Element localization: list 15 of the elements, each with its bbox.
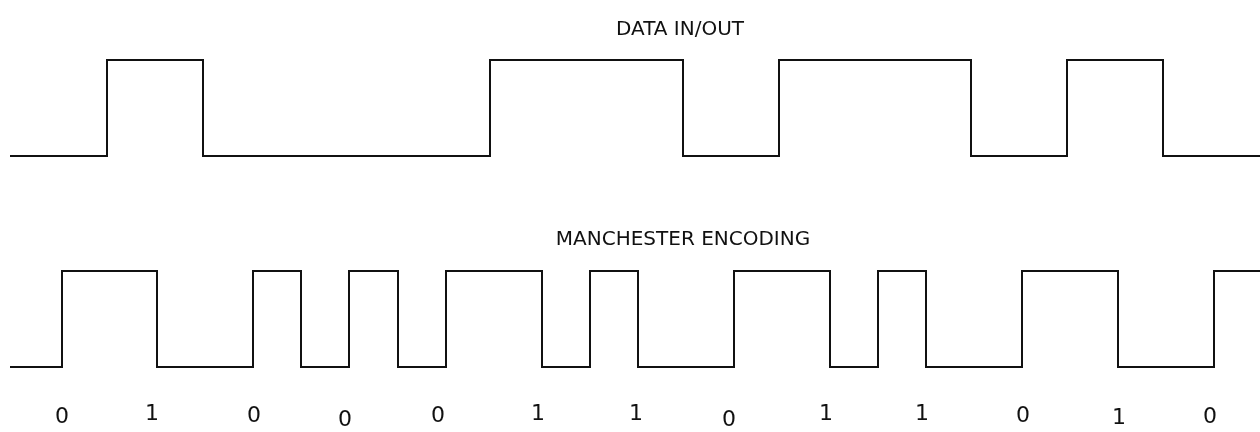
bit-value: 0 xyxy=(55,403,69,428)
bit-value: 0 xyxy=(431,402,445,427)
bit-value: 0 xyxy=(722,406,736,431)
bit-value: 0 xyxy=(338,406,352,431)
bit-value: 1 xyxy=(1112,404,1126,429)
bit-value: 1 xyxy=(629,400,643,425)
bit-value: 0 xyxy=(1016,402,1030,427)
waveform-title: MANCHESTER ENCODING xyxy=(555,226,811,250)
bit-value: 1 xyxy=(145,400,159,425)
bit-value: 1 xyxy=(915,400,929,425)
bit-value: 1 xyxy=(531,400,545,425)
waveform-title: DATA IN/OUT xyxy=(615,16,745,40)
bit-value: 1 xyxy=(819,400,833,425)
bit-value: 0 xyxy=(1203,403,1217,428)
bit-value: 0 xyxy=(247,402,261,427)
